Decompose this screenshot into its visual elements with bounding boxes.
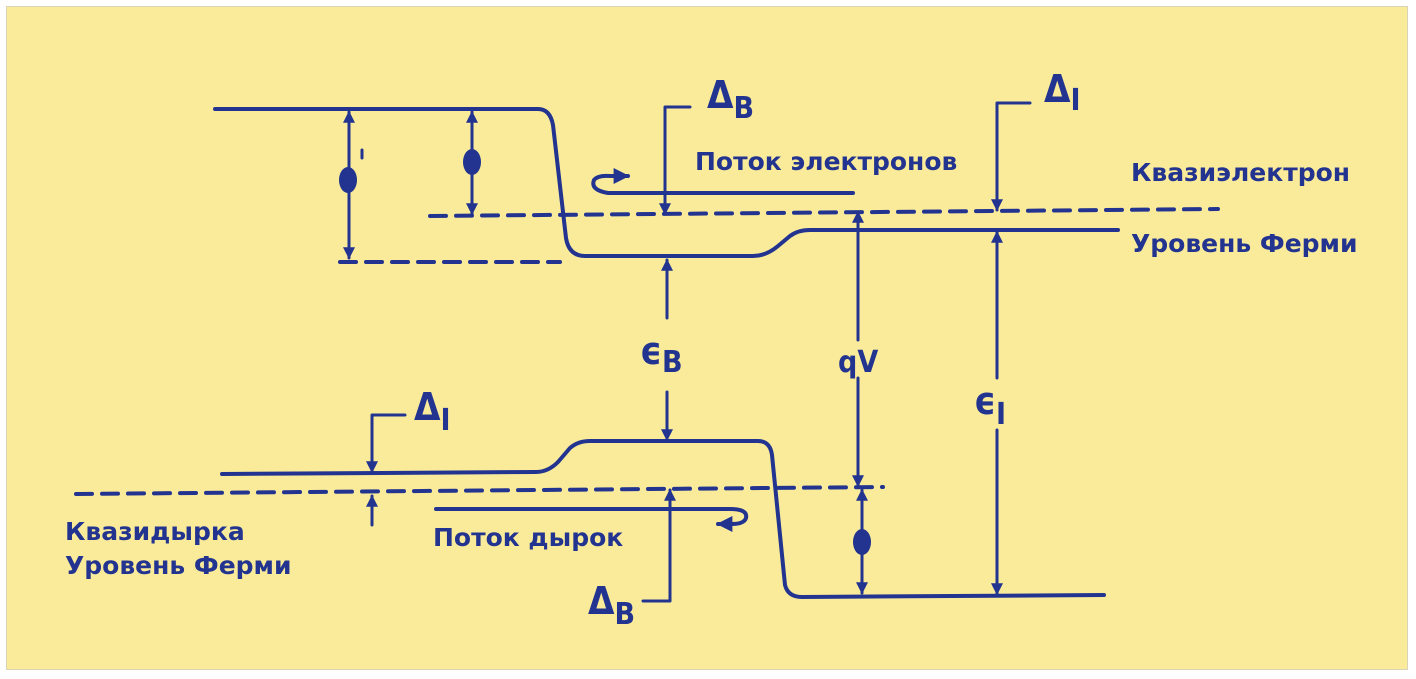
hole-fermi-level-label: Уровень Ферми xyxy=(65,551,292,580)
hole-flow-line xyxy=(434,507,749,532)
hole-flow-label: Поток дырок xyxy=(433,523,623,552)
delta-i-bottom-leader xyxy=(366,413,407,474)
delta-b-bottom-label: ΔB xyxy=(588,579,635,632)
phi-bottom-symbol xyxy=(853,529,871,555)
quasi-electron-label: Квазиэлектрон xyxy=(1131,158,1350,187)
qv-label: qV xyxy=(838,345,878,380)
phi-top-symbol xyxy=(463,149,481,175)
conduction-band-edge xyxy=(213,107,1120,258)
electron-fermi-level-label: Уровень Ферми xyxy=(1131,229,1358,258)
electron-flow-label: Поток электронов xyxy=(695,147,957,176)
epsilon-i-label: ϵI xyxy=(974,379,1006,432)
hole-quasi-fermi-level xyxy=(74,485,885,496)
valence-band-edge xyxy=(220,439,1106,599)
delta-i-top-label: ΔI xyxy=(1044,67,1081,118)
delta-b-top-leader xyxy=(659,105,692,216)
phi-prime-symbol xyxy=(339,167,357,193)
diagram-frame xyxy=(6,6,1408,670)
electron-quasi-fermi-level xyxy=(428,207,1220,218)
delta-i-bottom-label: ΔI xyxy=(414,385,451,438)
quasi-hole-label: Квазидырка xyxy=(65,517,245,546)
delta-b-top-label: ΔB xyxy=(707,73,754,126)
electron-flow-line xyxy=(591,168,855,195)
delta-i-top-leader xyxy=(991,101,1032,212)
delta-b-bottom-leader xyxy=(641,488,676,603)
epsilon-b-label: ϵB xyxy=(640,329,683,380)
